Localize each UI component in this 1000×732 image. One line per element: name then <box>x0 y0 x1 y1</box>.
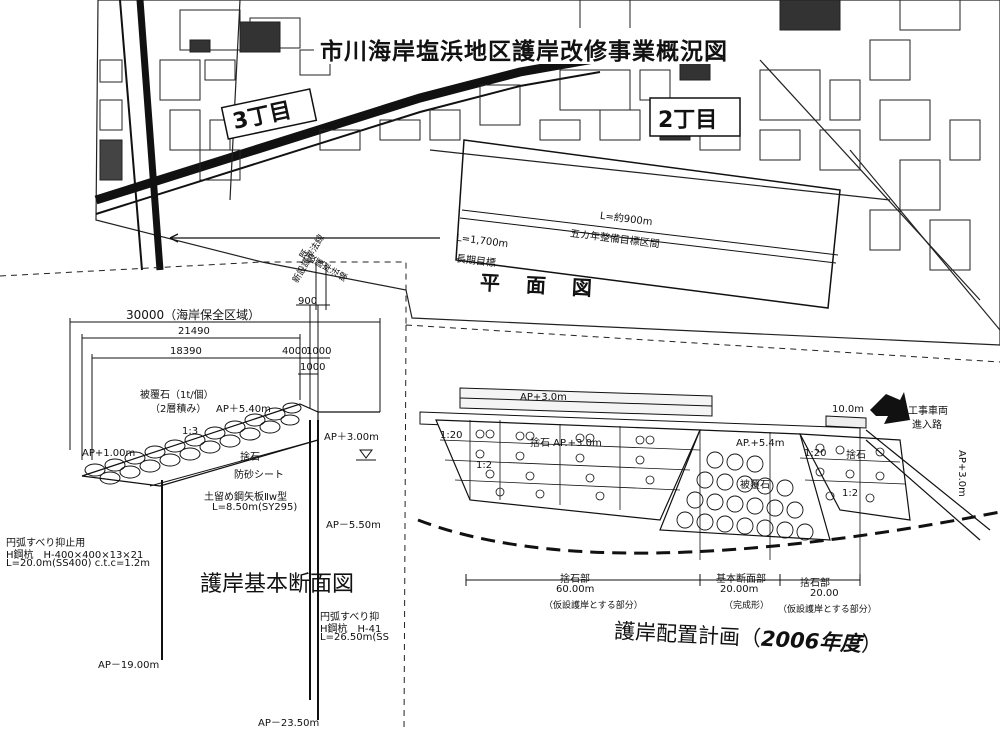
ap-54-label: AP.+5.4m <box>736 438 785 449</box>
sand-sheet-label: 防砂シート <box>234 470 284 481</box>
sheet-pile-label: 土留め鋼矢板Ⅱw型 <box>204 492 288 503</box>
dim-18390: 18390 <box>170 346 202 357</box>
note-b: （完成形） <box>724 601 770 611</box>
ap-m1900-label: AP－19.00m <box>98 660 160 671</box>
rubble-sections <box>435 419 911 541</box>
rubble-label: 捨石 <box>240 452 260 463</box>
dim-4000: 4000 <box>282 346 308 357</box>
pile2-length: L=26.50m(SS <box>320 632 389 643</box>
dim-10m: 10.0m <box>832 404 865 415</box>
pile2-spec: H鋼杭 H-41 <box>320 624 382 635</box>
slope-right-label: 1:20 <box>804 448 827 459</box>
pile1-purpose: 円弧すべり抑止用 <box>6 538 86 549</box>
rubble-hatch <box>475 429 885 503</box>
ap-300-top-label: AP+3.0m <box>520 392 567 403</box>
layout-title-text: 護岸配置計画（ <box>613 618 762 651</box>
ap-m550-label: AP－5.50m <box>326 520 381 531</box>
pile1-spec: H鋼杭 H-400×400×13×21 <box>6 550 144 561</box>
district-3-box <box>220 88 318 140</box>
zone-900m <box>455 139 841 309</box>
slope-mid-label: 1:2 <box>476 460 493 471</box>
slope-label: 1:3 <box>182 426 199 437</box>
h-piles <box>161 420 319 720</box>
access-road-arrow <box>870 392 910 424</box>
note-c: （仮設護岸とする部分） <box>778 605 877 615</box>
armor-stone-label: 被覆石（1t/個） <box>140 390 214 401</box>
label-rubble-b: 捨石部 <box>800 578 830 589</box>
access-road-label-1: 工事車両 <box>908 406 948 417</box>
dim-60m: 60.00m <box>556 584 595 595</box>
rubble-ap-label: 捨石 AP.+3.0m <box>530 438 602 449</box>
armor-label: 被覆石 <box>740 480 770 491</box>
dim-1000-b: 1000 <box>300 362 326 373</box>
ap-540-label: AP＋5.40m <box>216 404 271 415</box>
layout-title-close: ） <box>860 631 883 658</box>
district-2-box <box>649 97 741 137</box>
sheet-pile-length: L=8.50m(SY295) <box>212 502 298 513</box>
boundary-arc <box>417 510 1000 555</box>
document-title: 市川海岸塩浜地区護岸改修事業概況図 <box>320 39 728 65</box>
layout-title-year: 2006年度 <box>760 626 862 656</box>
arrow-1700m <box>169 233 440 243</box>
armor-stone-hatch <box>676 451 814 541</box>
district-2-label: 2丁目 <box>658 108 718 133</box>
armor-stones <box>84 402 302 485</box>
bottom-dimensions <box>465 574 861 586</box>
water-level-mark <box>356 449 376 461</box>
slope-right2-label: 1:2 <box>842 488 859 499</box>
dim-1000-a: 1000 <box>306 346 332 357</box>
dim-900: 900 <box>298 296 318 307</box>
slope-left-label: 1:20 <box>440 430 463 441</box>
pile1-length: L=20.0m(SS400) c.t.c=1.2m <box>6 558 151 569</box>
dim-20m-a: 20.00m <box>720 584 759 595</box>
pile2-purpose: 円弧すべり抑 <box>320 612 380 623</box>
ap-100-label: AP+1.00m <box>82 448 136 459</box>
ap-m2350-label: AP－23.50m <box>258 718 320 729</box>
access-road-label-2: 進入路 <box>912 420 942 431</box>
rubble-right-label: 捨石 <box>846 450 866 461</box>
dim-21490: 21490 <box>178 326 210 337</box>
armor-layers-label: （2層積み） <box>150 404 207 415</box>
ap-right-label: AP+3.0m <box>956 450 967 497</box>
label-basic-section: 基本断面部 <box>716 574 766 585</box>
label-rubble-a: 捨石部 <box>560 574 590 585</box>
note-a: （仮設護岸とする部分） <box>544 601 643 611</box>
dim-30000: 30000（海岸保全区域） <box>126 308 261 322</box>
ap-300-label: AP＋3.00m <box>324 432 379 443</box>
section-title: 護岸基本断面図 <box>200 572 355 597</box>
dim-20m-b: 20.00 <box>810 588 839 599</box>
